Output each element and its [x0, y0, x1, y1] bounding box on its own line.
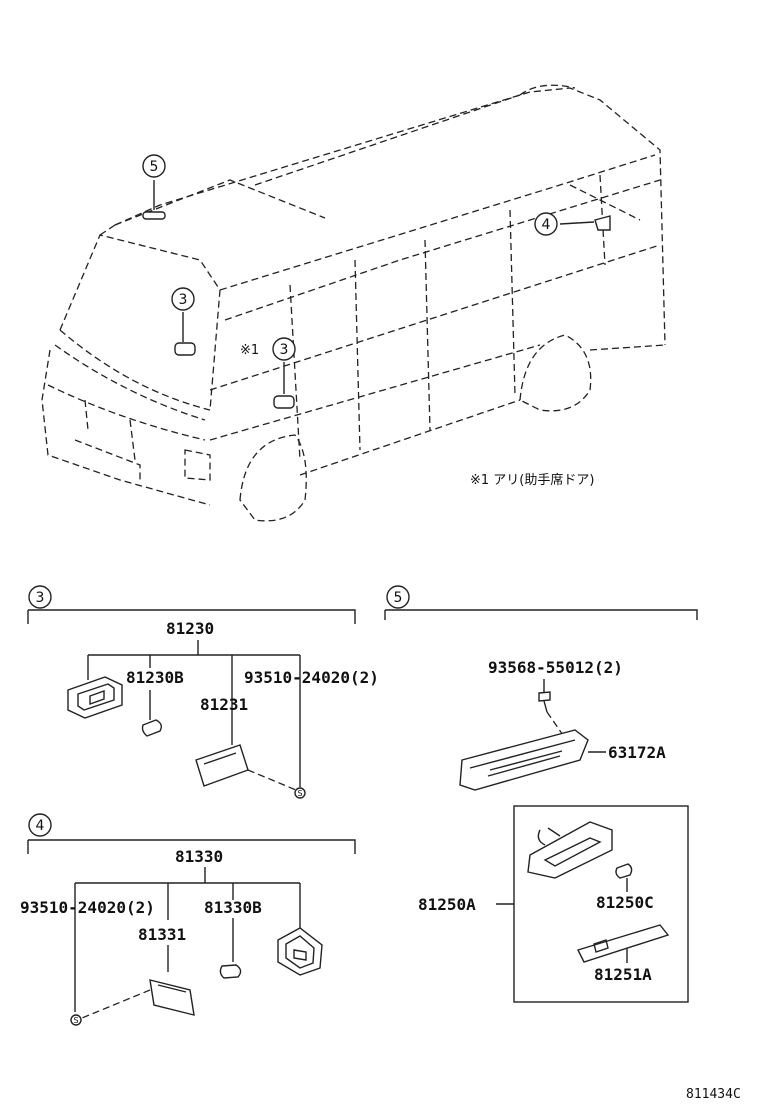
part-93568-55012: 93568-55012(2) [488, 658, 623, 677]
bolt-93568-55012 [538, 691, 551, 713]
section-5-circle [386, 585, 410, 609]
bulb-81250C [615, 863, 633, 879]
part-81330B: 81330B [204, 898, 262, 917]
part-81331: 81331 [138, 925, 186, 944]
cover-63172A [459, 729, 589, 791]
part-81231: 81231 [200, 695, 248, 714]
svg-text:5: 5 [150, 159, 159, 175]
section-3: 3 81230 81230B 93510-24020(2) 81231 [27, 585, 379, 799]
bulb-81230B [141, 719, 163, 737]
section-4-circle [28, 813, 52, 837]
part-93510-24020-sec4: 93510-24020(2) [20, 898, 155, 917]
svg-text:S: S [73, 1016, 78, 1025]
part-63172A: 63172A [608, 743, 666, 762]
part-93510-24020-sec3: 93510-24020(2) [244, 668, 379, 687]
part-81250C: 81250C [596, 893, 654, 912]
van-footnote: ※1 アリ(助手席ドア) [470, 472, 594, 488]
illustration-code: 811434C [686, 1087, 741, 1102]
svg-text:3: 3 [179, 292, 188, 308]
svg-text:4: 4 [542, 217, 551, 233]
section-4: 4 81330 93510-24020(2) 81330B 81331 S [20, 813, 356, 1026]
section-3-circle [28, 585, 52, 609]
callout-3-van-front: 3 [171, 287, 195, 311]
part-81230B: 81230B [126, 668, 184, 687]
lamp-housing-81330B [277, 927, 323, 976]
part-81230: 81230 [166, 619, 214, 638]
part-81330: 81330 [175, 847, 223, 866]
lamp-assembly-81250A [527, 821, 613, 879]
callout-4-van: 4 [534, 212, 558, 236]
callout-3-van-side: 3 [272, 337, 296, 361]
callout-5-van: 5 [142, 154, 166, 178]
note-mark-1: ※1 [240, 343, 259, 358]
lens-81251A [577, 924, 670, 963]
lamp-housing-81230B [67, 676, 123, 719]
svg-text:S: S [297, 789, 302, 798]
part-81250A: 81250A [418, 895, 476, 914]
van-illustration [41, 84, 666, 522]
screw-mark-sec4: S [70, 1014, 82, 1026]
screw-mark-sec3: S [294, 787, 306, 799]
svg-text:3: 3 [280, 342, 289, 358]
lens-81231 [195, 744, 249, 787]
bulb-81330B [219, 964, 242, 979]
section-3-number: 3 [36, 590, 45, 606]
section-4-number: 4 [36, 818, 45, 834]
lens-81331 [149, 979, 195, 1016]
section-5-number: 5 [394, 590, 403, 606]
section-5: 5 93568-55012(2) 63172A 81250A [384, 585, 698, 1003]
part-81251A: 81251A [594, 965, 652, 984]
